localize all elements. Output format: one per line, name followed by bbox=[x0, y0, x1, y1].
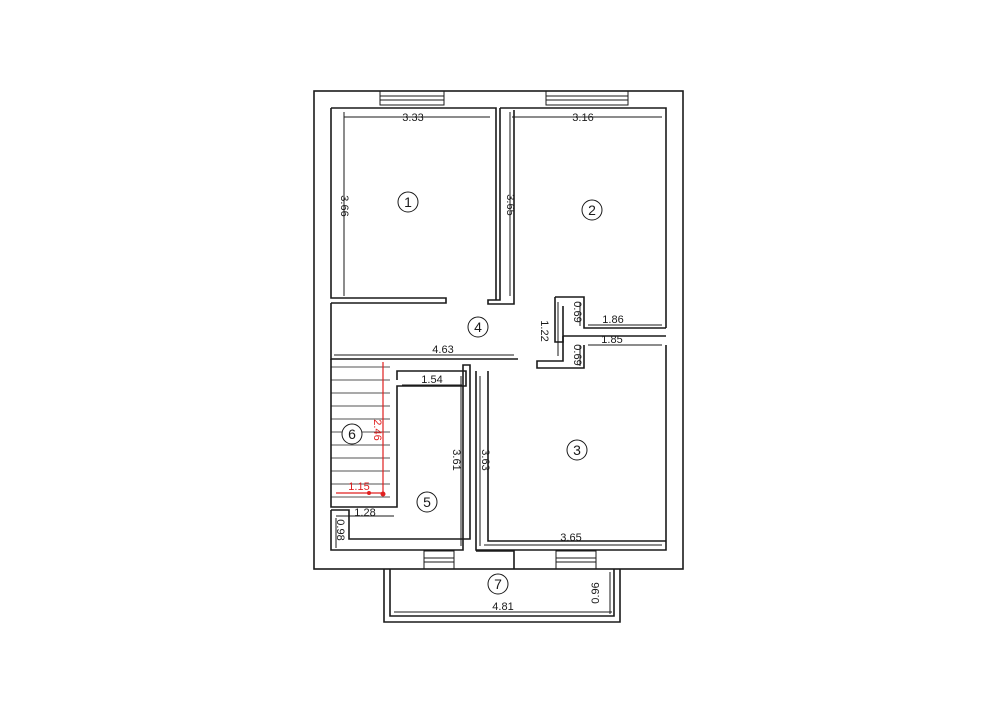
dimension-lines bbox=[334, 112, 662, 614]
dim-hall-gap: 1.22 bbox=[538, 320, 550, 341]
svg-text:1: 1 bbox=[404, 194, 412, 210]
dim-balcony-width: 4.81 bbox=[492, 601, 513, 613]
room-marker-3: 3 bbox=[566, 439, 588, 461]
room5-walls bbox=[330, 359, 467, 508]
balcony-door-wall bbox=[476, 550, 515, 569]
dim-room5-height: 3.61 bbox=[450, 449, 462, 470]
svg-text:7: 7 bbox=[494, 576, 502, 592]
dim-room3-height: 3.63 bbox=[479, 449, 491, 470]
room-marker-1: 1 bbox=[397, 191, 419, 213]
window-top-left bbox=[379, 90, 445, 106]
svg-text:4: 4 bbox=[474, 319, 482, 335]
staircase bbox=[331, 366, 390, 498]
room-marker-7: 7 bbox=[487, 573, 509, 595]
dim-room2-height: 3.65 bbox=[504, 194, 516, 215]
window-bottom-right bbox=[555, 550, 597, 570]
svg-text:6: 6 bbox=[348, 426, 356, 442]
window-top-right bbox=[545, 90, 629, 106]
room2-walls bbox=[487, 107, 667, 328]
room-marker-5: 5 bbox=[416, 491, 438, 513]
room5-lower-walls bbox=[330, 364, 471, 551]
corridor-walls bbox=[330, 303, 518, 360]
room-marker-2: 2 bbox=[581, 199, 603, 221]
small-room-b-walls bbox=[536, 335, 666, 369]
room3-walls bbox=[475, 345, 667, 551]
dim-stair-width: 1.15 bbox=[348, 481, 369, 493]
dim-balcony-depth: 0.96 bbox=[590, 582, 602, 603]
room1-walls bbox=[330, 107, 497, 304]
window-bottom-left bbox=[423, 550, 455, 570]
small-room-a-walls bbox=[554, 296, 666, 343]
outer-wall bbox=[313, 90, 684, 570]
dim-corridor-width: 4.63 bbox=[432, 344, 453, 356]
dim-small-a-width: 1.86 bbox=[602, 314, 623, 326]
dim-small-b-height: 0.69 bbox=[571, 344, 583, 365]
dim-room1-height: 3.66 bbox=[338, 195, 350, 216]
dim-small-b-width: 1.85 bbox=[601, 334, 622, 346]
dim-room3-width: 3.65 bbox=[560, 532, 581, 544]
balcony-walls bbox=[383, 569, 621, 623]
svg-text:5: 5 bbox=[423, 494, 431, 510]
room-marker-6: 6 bbox=[341, 423, 363, 445]
dim-room5-top-width: 1.54 bbox=[421, 374, 442, 386]
dim-room2-width: 3.16 bbox=[572, 112, 593, 124]
dim-niche-height: 0.98 bbox=[334, 519, 346, 540]
dim-room1-width: 3.33 bbox=[402, 112, 423, 124]
svg-text:3: 3 bbox=[573, 442, 581, 458]
dim-stair-length: 2.46 bbox=[371, 419, 383, 440]
dim-small-a-height: 0.69 bbox=[571, 301, 583, 322]
dim-niche-width: 1.28 bbox=[354, 507, 375, 519]
room-marker-4: 4 bbox=[467, 316, 489, 338]
svg-text:2: 2 bbox=[588, 202, 596, 218]
stair-dimension-lines bbox=[336, 362, 386, 497]
